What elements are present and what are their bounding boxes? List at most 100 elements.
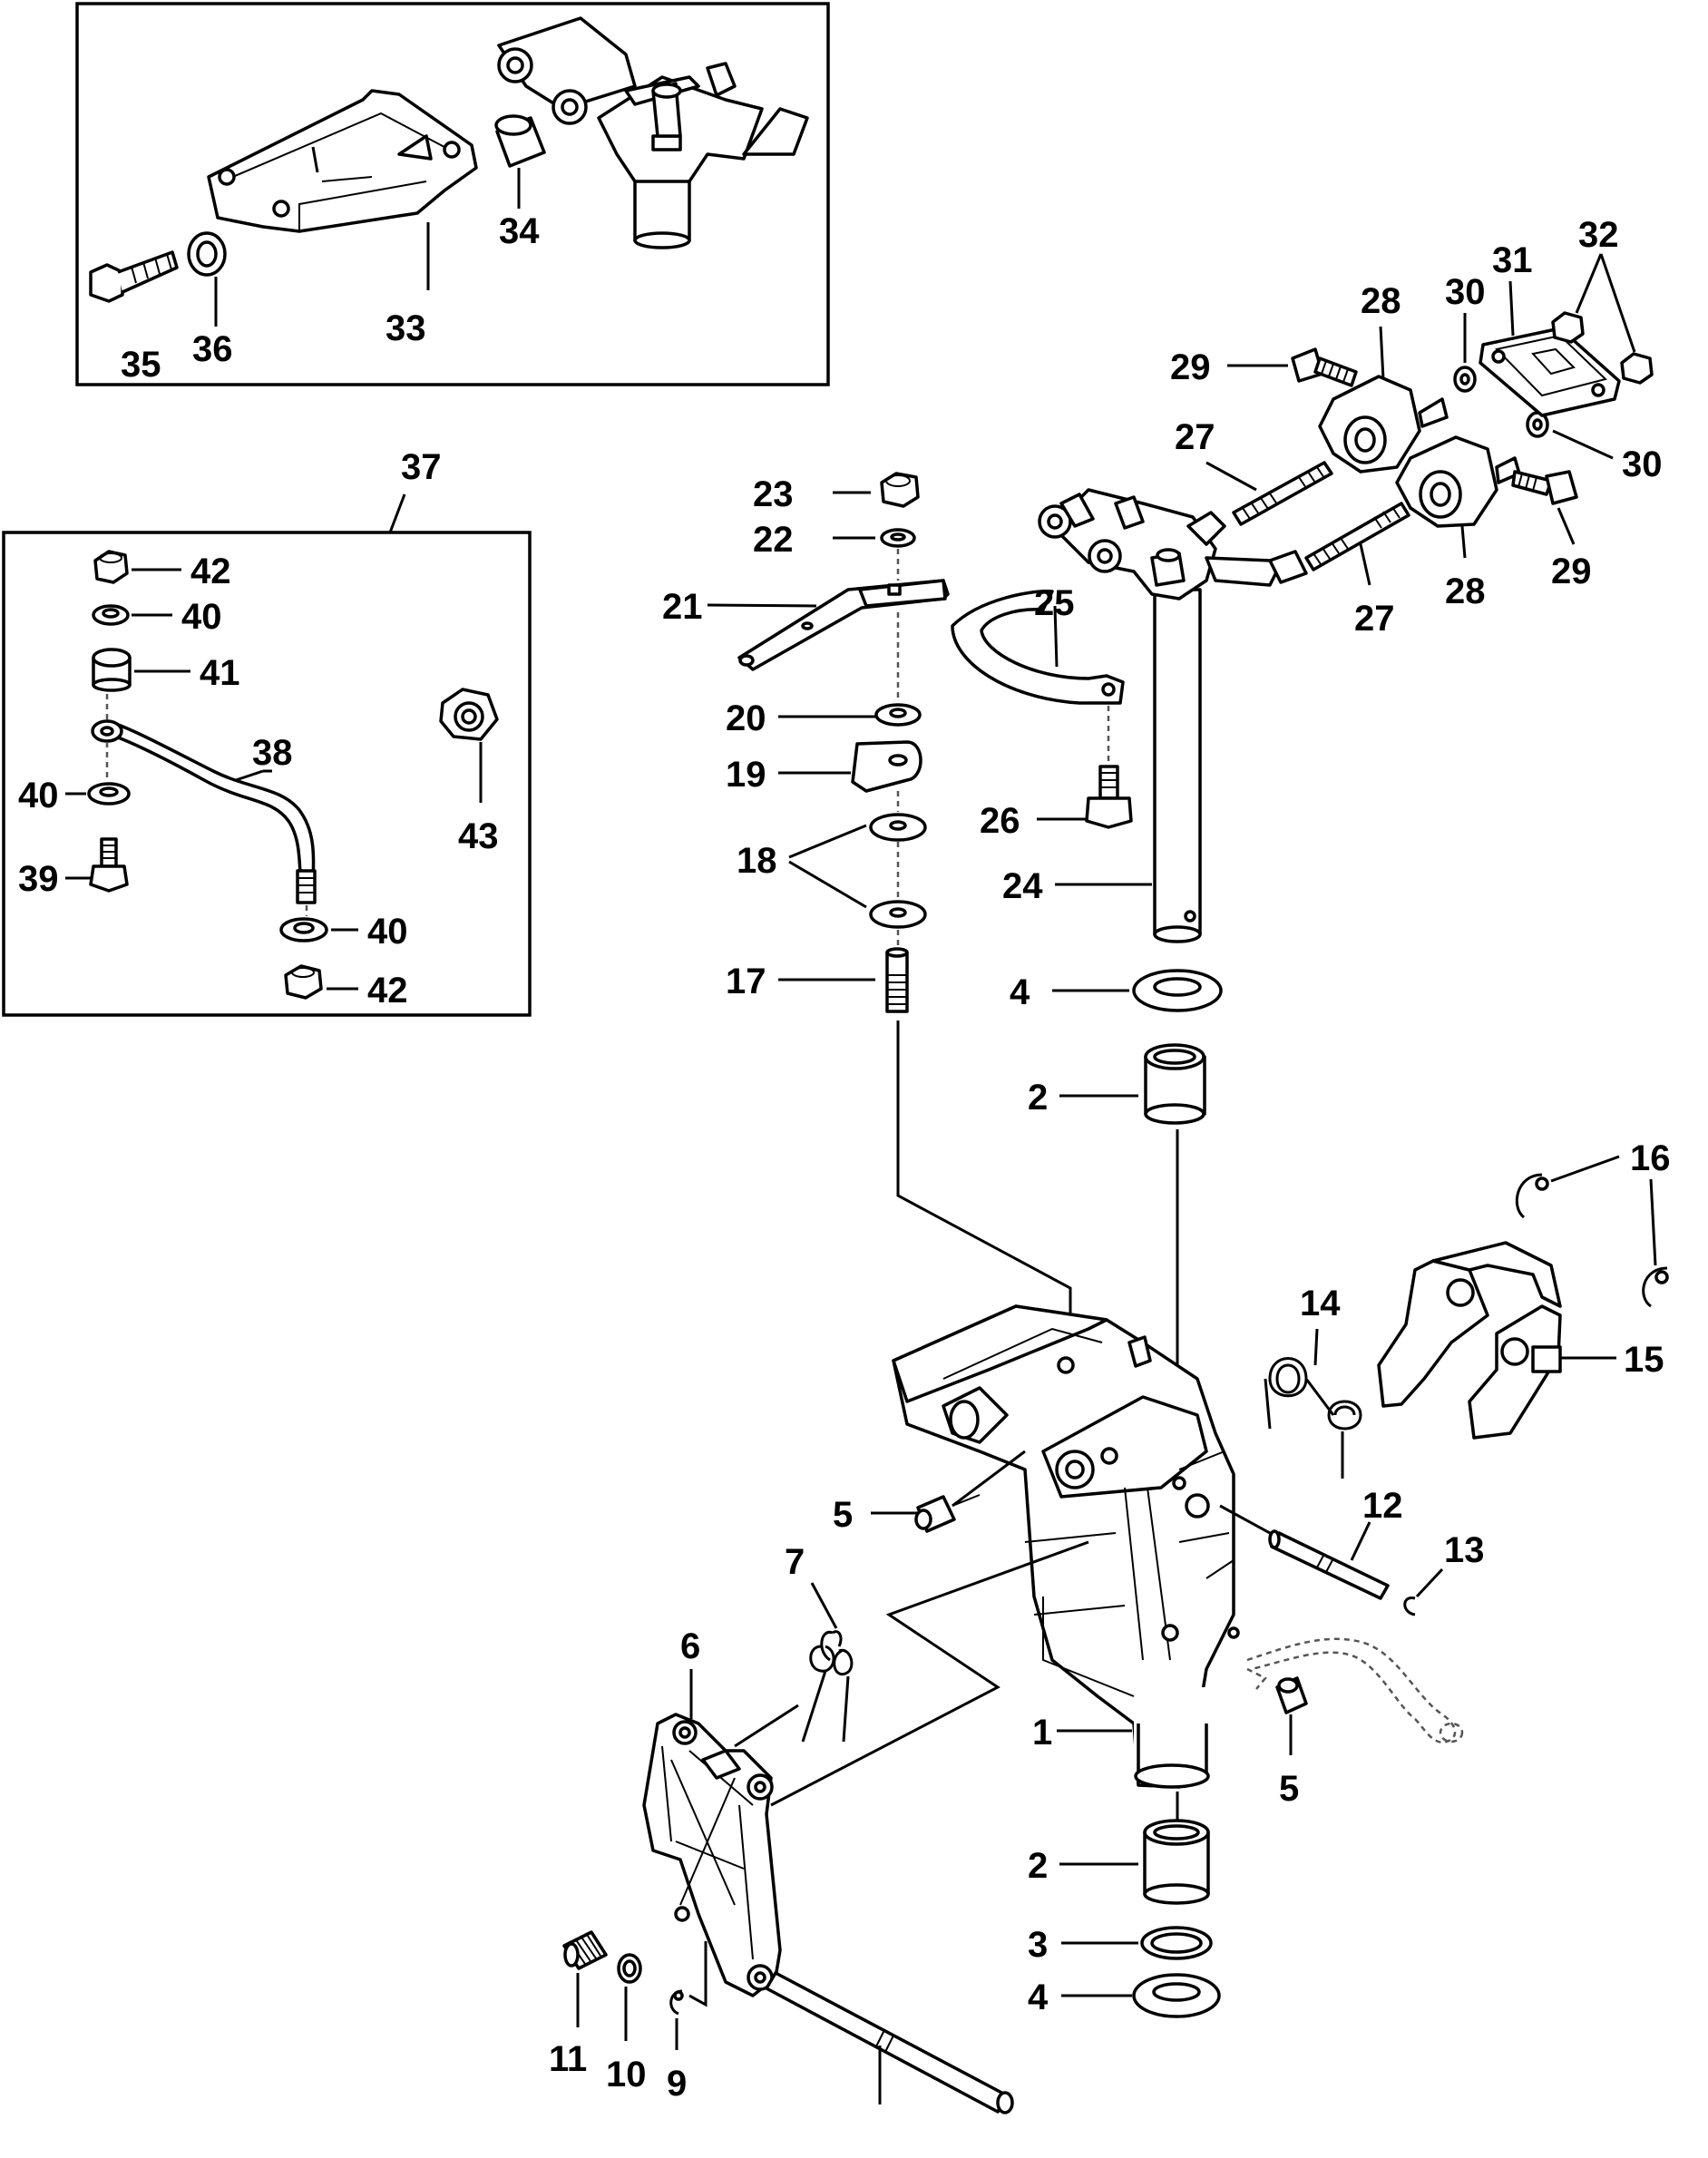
bracket-part-31	[1479, 327, 1621, 417]
callout-15: 15	[1624, 1340, 1664, 1380]
callout-38: 38	[252, 733, 293, 773]
stud-part-17	[885, 947, 909, 1013]
callout-31: 31	[1492, 240, 1533, 280]
callout-27-bottom: 27	[1354, 599, 1395, 639]
callout-42-top: 42	[190, 552, 231, 591]
callout-28-top: 28	[1361, 281, 1401, 321]
tilt-pin	[765, 1971, 1014, 2114]
swivel-head-assembly: 24 27 27	[1002, 215, 1663, 943]
callout-5-right: 5	[1279, 1769, 1299, 1809]
callout-35: 35	[121, 345, 161, 385]
callout-22: 22	[753, 520, 794, 560]
callout-9: 9	[667, 2064, 687, 2104]
inset-box-top: 34 33 36 35	[75, 2, 830, 386]
mount-part-28-lower	[1395, 435, 1521, 528]
clip-part-16-a	[1515, 1173, 1549, 1219]
callout-19: 19	[726, 755, 766, 795]
steering-bracket-part-33	[207, 89, 478, 233]
callout-3: 3	[1028, 1925, 1048, 1965]
callout-11: 11	[549, 2039, 587, 2079]
washer-part-3	[1140, 1926, 1213, 1960]
upper-stack-17-26: 23 22 21 20 19	[662, 472, 1133, 1379]
callout-33: 33	[386, 308, 426, 348]
callout-41: 41	[200, 653, 240, 693]
washer-part-4-lower	[1132, 1973, 1221, 2018]
washer-part-18-a	[869, 813, 927, 842]
callout-34: 34	[499, 211, 540, 251]
bushing-part-34	[494, 114, 546, 168]
stud-part-27-lower	[1304, 502, 1410, 571]
washer-part-40-mid	[87, 782, 131, 806]
callout-20: 20	[726, 698, 766, 738]
nut-part-23	[880, 472, 920, 508]
tilt-lock-lever-part-15	[1377, 1241, 1562, 1440]
swivel-head-top-inset	[497, 16, 809, 249]
nut-part-32-b	[1620, 352, 1654, 385]
callout-2-bottom: 2	[1028, 1846, 1048, 1886]
callout-4-top: 4	[1010, 972, 1030, 1012]
steering-shaft-part-24	[1153, 588, 1202, 943]
plate-part-19	[851, 740, 922, 793]
callout-40-mid: 40	[18, 776, 59, 815]
bushing-part-2-upper	[1144, 1043, 1206, 1125]
callout-16: 16	[1630, 1138, 1671, 1178]
callout-14: 14	[1300, 1284, 1341, 1323]
upper-bushings: 4 2	[1010, 969, 1223, 1379]
mount-part-28-upper	[1318, 375, 1449, 474]
link-rod-part-38	[91, 719, 317, 904]
callout-37: 37	[401, 447, 442, 487]
bushing-part-2-lower	[1143, 1819, 1210, 1905]
callout-30-top: 30	[1445, 272, 1486, 312]
swivel-bracket-part-1	[892, 1304, 1240, 1789]
callout-10: 10	[606, 2055, 647, 2095]
callout-26: 26	[980, 801, 1020, 841]
washer-part-20	[874, 703, 922, 727]
bolt-part-35	[89, 250, 179, 303]
pin-part-12	[1268, 1529, 1390, 1600]
grease-fitting-part-5-right	[1275, 1676, 1308, 1714]
callout-40-top: 40	[181, 597, 222, 637]
callout-36: 36	[192, 329, 233, 369]
washer-part-40-top	[92, 604, 130, 626]
callout-7: 7	[785, 1542, 805, 1582]
callout-17: 17	[726, 962, 766, 1001]
callout-29-top: 29	[1170, 347, 1211, 387]
bolt-part-29-upper	[1291, 347, 1358, 387]
nut-part-42-top	[93, 550, 129, 584]
callout-28-bottom: 28	[1445, 571, 1486, 611]
callout-43: 43	[458, 816, 499, 856]
callout-6: 6	[680, 1626, 700, 1666]
callout-25: 25	[1034, 583, 1075, 623]
callout-12: 12	[1362, 1486, 1403, 1526]
callout-39: 39	[18, 859, 59, 899]
callout-32: 32	[1578, 215, 1619, 255]
callout-13: 13	[1444, 1530, 1485, 1570]
callout-18: 18	[737, 841, 777, 881]
nut-part-42-bottom	[284, 964, 323, 1000]
callout-5-left: 5	[833, 1495, 853, 1535]
washer-part-40-bottom	[279, 917, 328, 942]
inset-box-left: 37 42 40 41 38	[2, 447, 532, 1017]
callout-23: 23	[753, 474, 794, 514]
callout-27-top: 27	[1175, 417, 1215, 457]
clip-part-16-b	[1642, 1266, 1669, 1308]
bolt-part-29-lower	[1511, 470, 1578, 505]
callout-40-bottom: 40	[367, 912, 408, 952]
spring-part-14	[1264, 1357, 1362, 1479]
throttle-arm-part-21	[737, 579, 950, 671]
bolt-part-39	[89, 837, 129, 893]
callout-24: 24	[1002, 866, 1043, 906]
clip-part-13	[1403, 1597, 1416, 1616]
bushing-part-41	[92, 648, 132, 692]
callout-42-bottom: 42	[367, 971, 408, 1011]
grease-fitting-part-5-left	[914, 1494, 981, 1533]
guide-plate-part-25	[951, 590, 1125, 705]
washer-part-18-b	[869, 900, 927, 929]
callout-2-top: 2	[1028, 1078, 1048, 1118]
locknut-part-43	[439, 688, 499, 741]
washer-part-22	[880, 528, 916, 548]
nut-part-32-a	[1551, 311, 1585, 344]
stud-part-27-upper	[1232, 461, 1333, 526]
callout-21: 21	[662, 587, 703, 627]
